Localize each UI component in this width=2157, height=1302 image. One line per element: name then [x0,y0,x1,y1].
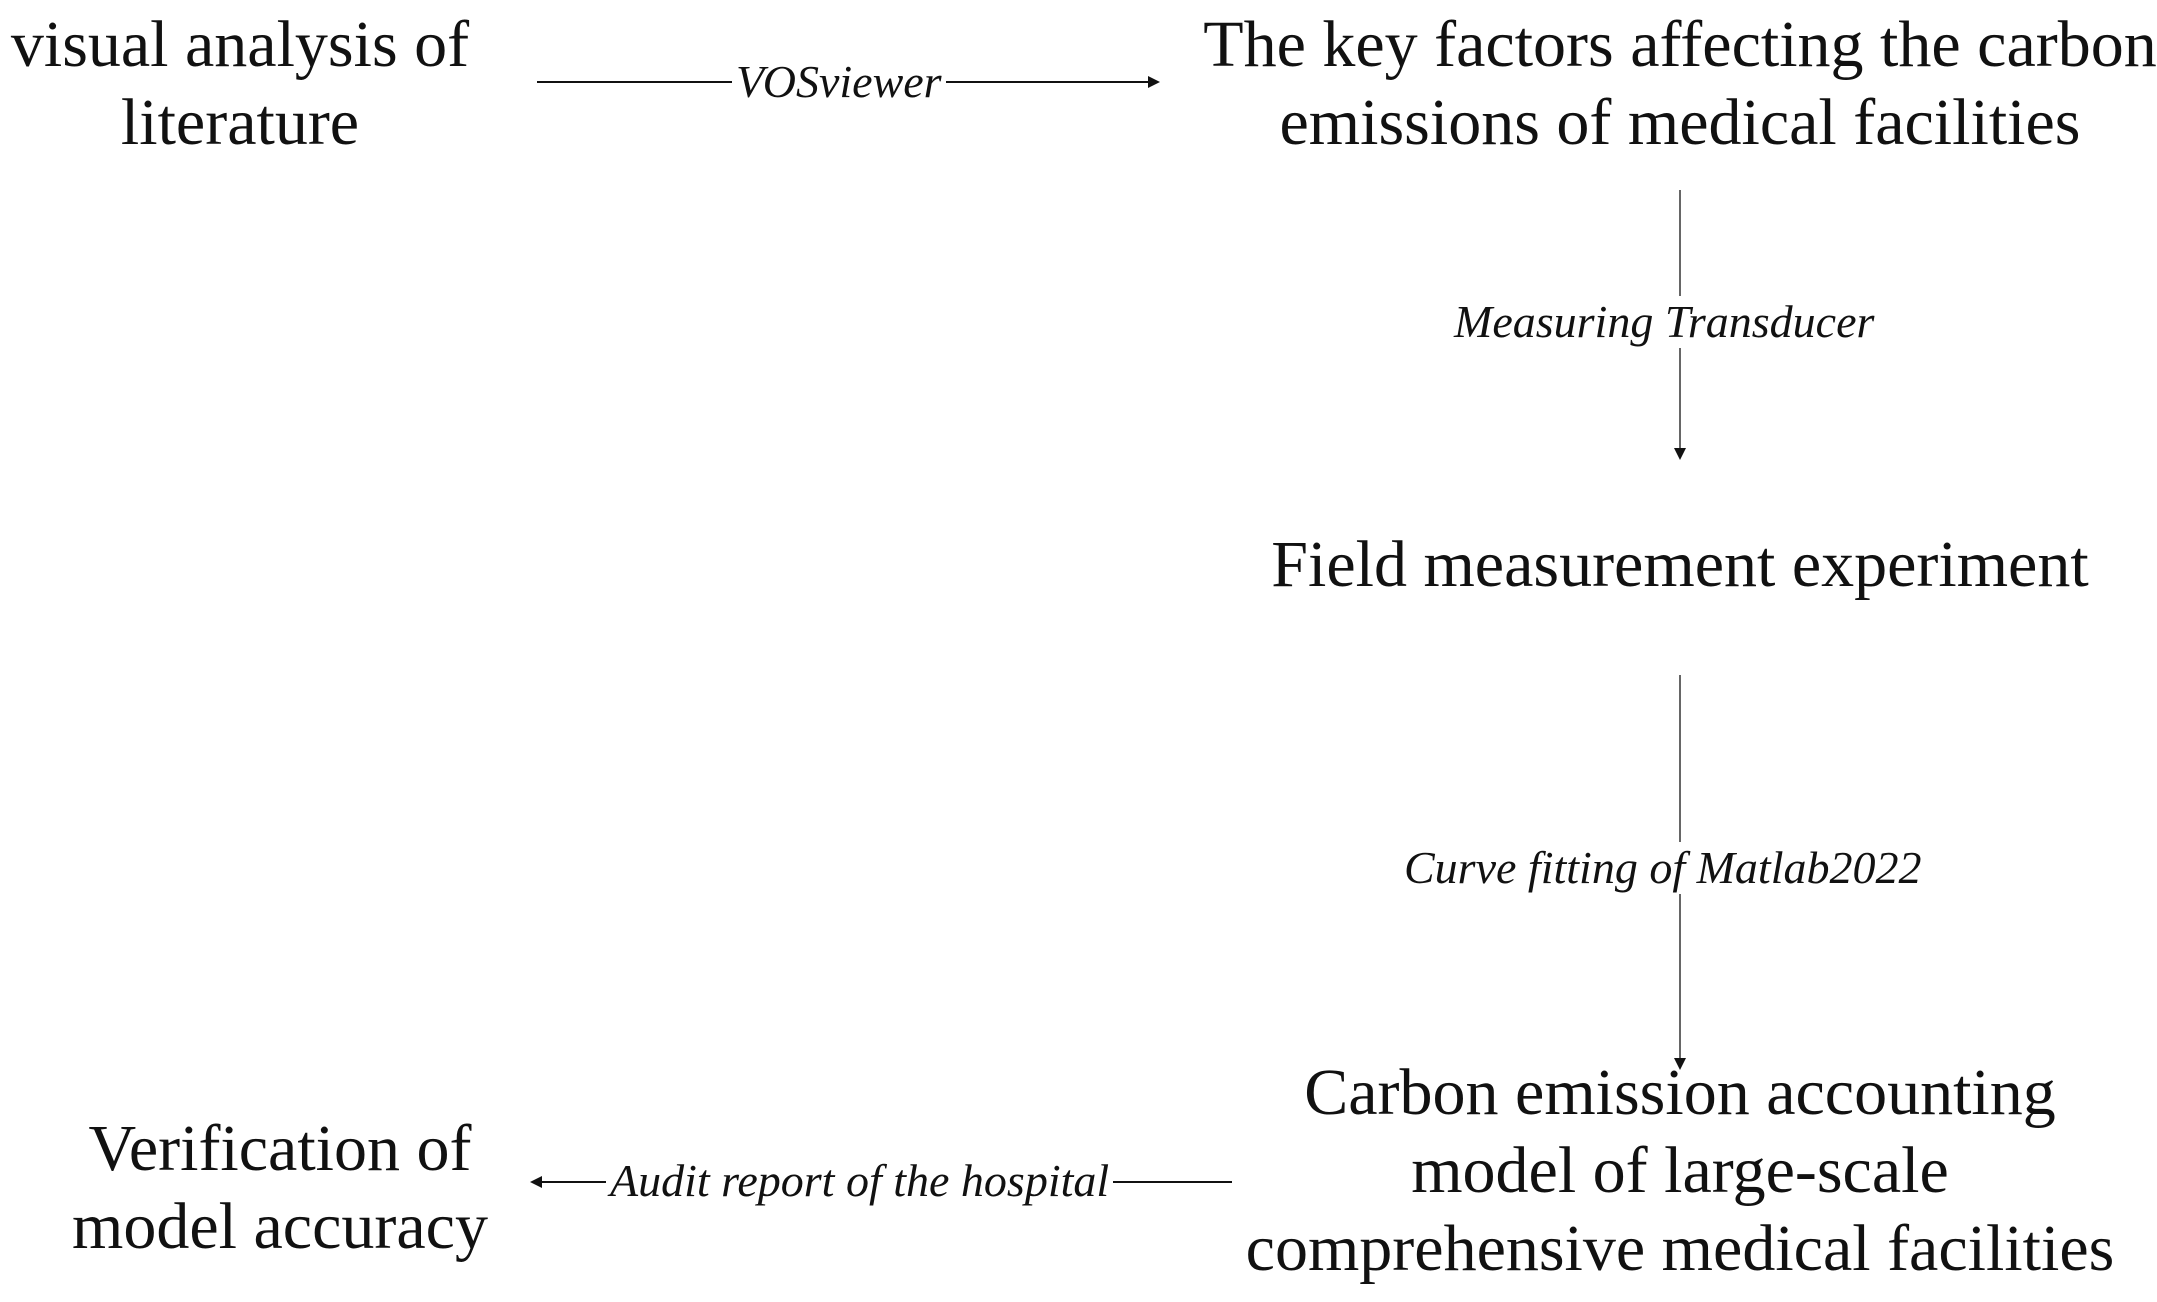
edge-label-curve-fitting: Curve fitting of Matlab2022 [1400,842,1926,894]
node-verification-line1: Verification of [88,1112,472,1185]
edge-label-vosviewer: VOSviewer [732,56,946,108]
node-accounting-model: Carbon emission accounting model of larg… [1180,1054,2157,1288]
node-key-factors-line2: emissions of medical facilities [1279,86,2081,159]
node-accounting-model-line2: model of large-scale [1411,1134,1949,1207]
node-verification-line2: model accuracy [72,1190,488,1263]
node-literature-line1: visual analysis of [10,8,470,81]
node-literature-line2: literature [120,86,360,159]
node-verification: Verification of model accuracy [30,1110,530,1266]
node-accounting-model-line3: comprehensive medical facilities [1245,1212,2115,1285]
node-key-factors: The key factors affecting the carbon emi… [1180,6,2157,162]
edge-label-audit-report: Audit report of the hospital [606,1155,1114,1207]
node-field-measurement-line1: Field measurement experiment [1271,528,2089,601]
node-key-factors-line1: The key factors affecting the carbon [1203,8,2157,81]
node-literature-analysis: visual analysis of literature [0,6,480,162]
edge-label-transducer: Measuring Transducer [1450,296,1879,348]
node-field-measurement: Field measurement experiment [1180,526,2157,604]
node-accounting-model-line1: Carbon emission accounting [1304,1056,2056,1129]
